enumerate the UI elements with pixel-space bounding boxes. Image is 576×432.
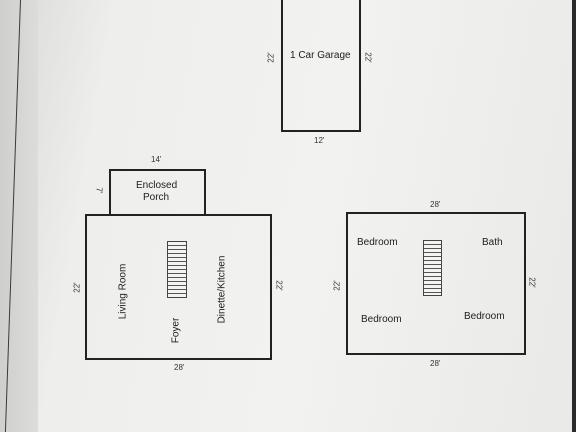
second-floor-dim-bottom: 28' [430, 359, 441, 368]
page-right-edge [572, 0, 576, 432]
garage-dim-left: 22' [266, 52, 276, 63]
first-floor-stairs [167, 241, 187, 298]
garage-outline [281, 0, 361, 132]
second-floor-dim-right: 22' [527, 277, 537, 288]
garage-dim-bottom: 12' [314, 136, 325, 145]
room-bedroom-bottom-left: Bedroom [361, 314, 402, 325]
page-margin-strip [0, 0, 38, 432]
first-floor-outline [85, 214, 272, 360]
garage-dim-right: 22' [363, 52, 373, 63]
porch-dim-top: 14' [151, 155, 162, 164]
second-floor-dim-left: 22' [332, 280, 342, 291]
second-floor-stairs [423, 240, 442, 296]
first-floor-dim-bottom: 28' [174, 363, 185, 372]
room-living-room: Living Room [117, 263, 129, 320]
room-bedroom-bottom-right: Bedroom [464, 311, 505, 322]
room-dinette-kitchen: Dinette/Kitchen [216, 255, 228, 324]
second-floor-dim-top: 28' [430, 200, 441, 209]
room-bedroom-top-left: Bedroom [357, 237, 398, 248]
second-floor-outline [346, 212, 526, 355]
porch-label-line1: Enclosed [136, 180, 178, 191]
garage-label: 1 Car Garage [290, 50, 351, 61]
room-foyer: Foyer [170, 317, 182, 344]
first-floor-dim-left: 22' [72, 282, 82, 293]
porch-label-line2: Porch [143, 192, 170, 203]
porch-dim-left: 7' [94, 187, 104, 194]
room-bath: Bath [482, 237, 503, 248]
first-floor-dim-right: 22' [274, 280, 284, 291]
